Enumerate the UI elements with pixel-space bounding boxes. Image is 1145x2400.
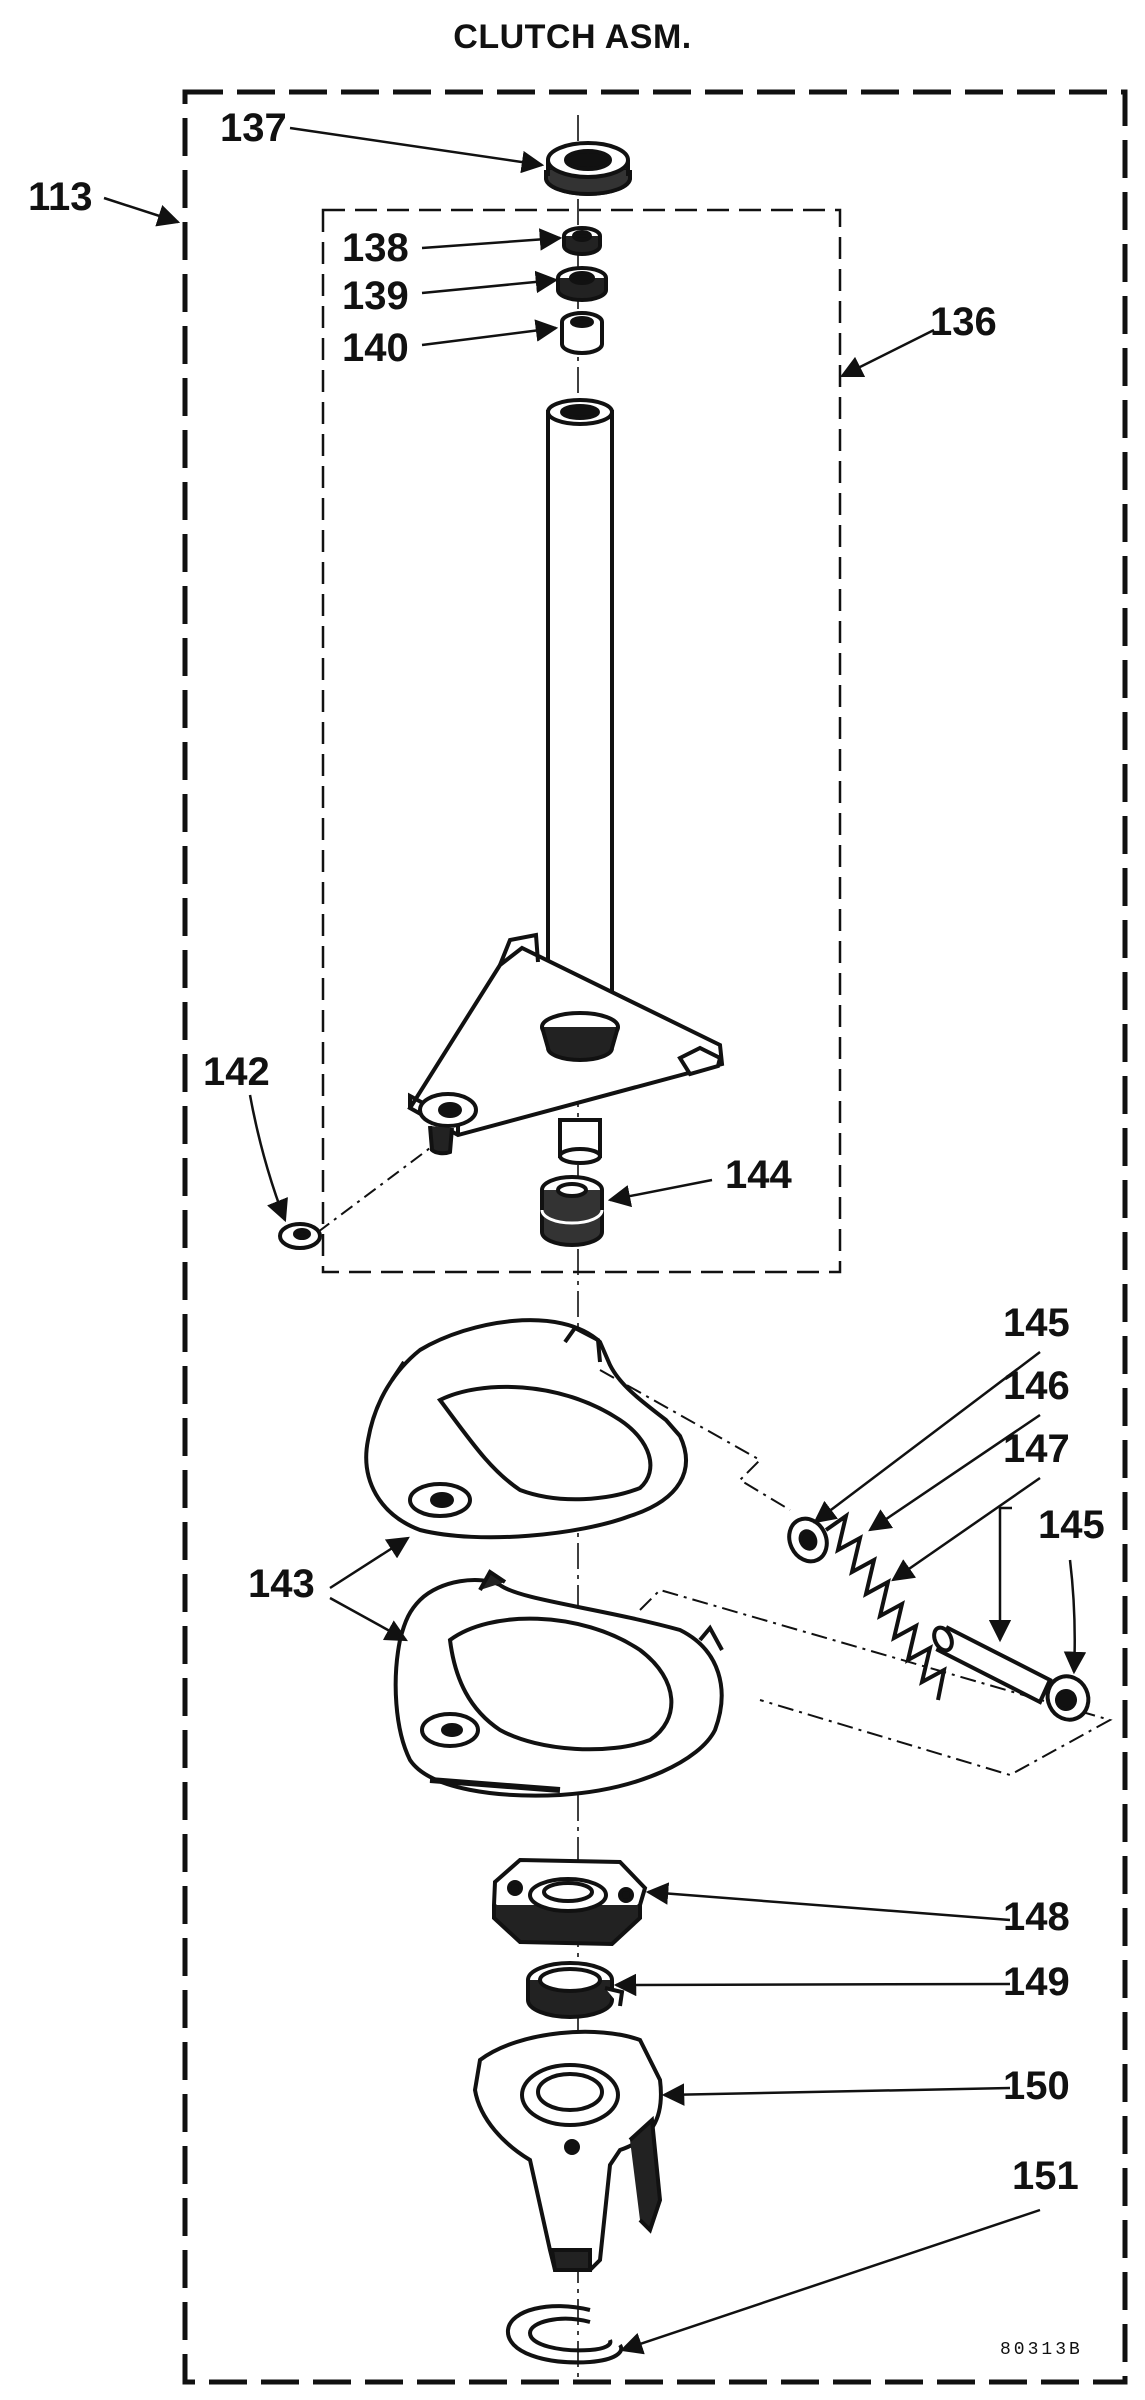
label-142: 142: [203, 1050, 270, 1094]
label-145-right: 145: [1038, 1503, 1105, 1547]
part-142-clip: [278, 1222, 322, 1250]
part-149-ring: [526, 1961, 625, 2019]
part-138-washer: [562, 226, 602, 256]
part-142-leader-dash: [317, 1147, 431, 1233]
diagram-title: CLUTCH ASM.: [453, 18, 692, 56]
label-139: 139: [342, 274, 409, 318]
label-138: 138: [342, 226, 409, 270]
drawing-code: 80313B: [1000, 2340, 1083, 2360]
part-145-washer-left: [787, 1516, 829, 1564]
label-148: 148: [1003, 1895, 1070, 1939]
label-140: 140: [342, 326, 409, 370]
part-147-pin: [932, 1625, 1053, 1705]
part-140-bushing: [560, 311, 604, 355]
part-136-tube-plate: [407, 398, 725, 1165]
part-151-retaining-ring: [506, 2304, 624, 2365]
guide-line-upper: [599, 1369, 791, 1511]
assembly-113-frame: [182, 89, 1128, 2385]
part-143-brake-shoe-lower: [393, 1569, 724, 1798]
subassembly-136-frame: [321, 208, 842, 1274]
label-146: 146: [1003, 1364, 1070, 1408]
part-145-washer-right: [1045, 1674, 1091, 1722]
label-150: 150: [1003, 2064, 1070, 2108]
label-147: 147: [1003, 1427, 1070, 1471]
guide-line-lower: [639, 1588, 1113, 1777]
label-136: 136: [930, 300, 997, 344]
part-139-bearing: [556, 266, 608, 302]
label-151: 151: [1012, 2154, 1079, 2198]
label-144: 144: [725, 1153, 792, 1197]
part-143-brake-shoe-upper: [364, 1318, 688, 1540]
label-137: 137: [220, 106, 287, 150]
part-146-spring: [824, 1511, 947, 1701]
part-150-shift-fork: [472, 2029, 663, 2272]
part-144-bushing: [540, 1175, 604, 1247]
label-113: 113: [28, 175, 93, 219]
part-148-flange: [491, 1857, 648, 1947]
leader-arrows: [103, 126, 1087, 2355]
label-143: 143: [248, 1562, 315, 1606]
label-145-top: 145: [1003, 1301, 1070, 1345]
part-137-seal: [544, 141, 632, 196]
label-149: 149: [1003, 1960, 1070, 2004]
